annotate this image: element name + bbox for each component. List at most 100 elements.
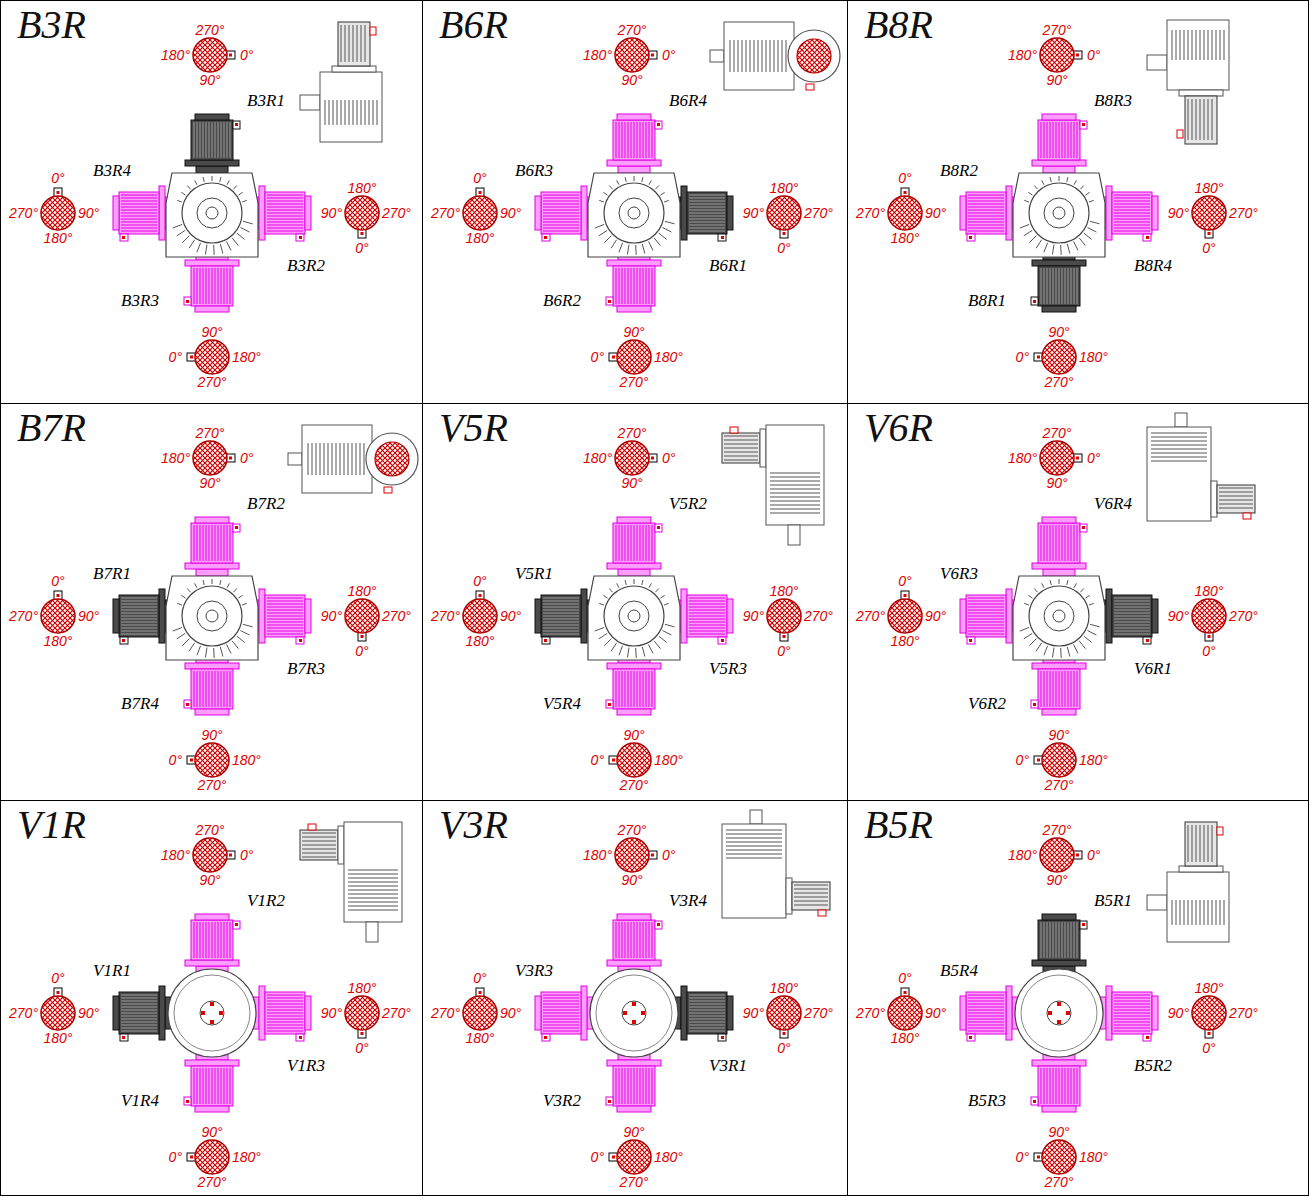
motor-terminal-box	[1143, 234, 1151, 241]
angle-label: 270°	[1045, 1175, 1074, 1189]
motor-fin	[1047, 671, 1048, 707]
motor-fin	[1114, 1025, 1150, 1026]
key-mark	[201, 1011, 205, 1015]
inset-fin	[1208, 825, 1209, 862]
motor-fin	[652, 1068, 653, 1104]
motor-fin	[215, 525, 216, 561]
terminal-mark	[1076, 54, 1079, 57]
gearbox-housing	[166, 173, 258, 257]
motor-flange	[607, 1060, 661, 1066]
inset-fin	[373, 100, 374, 125]
motor-fin	[267, 1022, 303, 1023]
motor-fin	[1114, 613, 1150, 614]
motor-flange	[1106, 186, 1112, 240]
motor-fin	[616, 268, 617, 304]
motor-fin	[1062, 922, 1063, 958]
motor-fin	[689, 634, 725, 635]
housing-fin	[187, 186, 190, 190]
inset-view	[1147, 20, 1229, 144]
motor-fin	[968, 616, 1004, 617]
inset-fin	[770, 497, 820, 498]
motor-fin	[1044, 922, 1045, 958]
motor-body	[265, 595, 305, 637]
inset-view	[300, 22, 382, 142]
position-circle	[1040, 441, 1074, 475]
housing-fin	[1020, 627, 1029, 631]
motor-fin	[689, 1028, 725, 1029]
angle-label: 90°	[500, 206, 521, 220]
angle-label: 0°	[591, 753, 604, 767]
housing-fin	[242, 200, 247, 202]
motor-adapter	[618, 569, 650, 576]
motor-terminal-box	[1080, 921, 1087, 929]
motor-fin	[543, 998, 579, 999]
housing-fin	[655, 186, 658, 190]
position-label: V6R3	[940, 565, 978, 582]
motor-fin	[1041, 922, 1042, 958]
motor-fin	[194, 1068, 195, 1104]
motor-terminal-box	[296, 234, 304, 241]
motor-terminal-box	[967, 1034, 975, 1041]
terminal-mark	[186, 300, 189, 303]
inset-fin	[1219, 492, 1253, 493]
motor-fin	[200, 122, 201, 158]
motor-fin	[230, 122, 231, 158]
terminal-mark	[1146, 639, 1149, 642]
motor-fin	[1065, 1068, 1066, 1104]
motor-fin	[209, 122, 210, 158]
motor-fin	[206, 922, 207, 958]
motor-fin	[652, 122, 653, 158]
motor-fin	[689, 216, 725, 217]
housing-fin	[1080, 186, 1083, 190]
motor-fin	[543, 198, 579, 199]
motor-terminal-box	[718, 1034, 726, 1041]
inset-fin	[734, 40, 735, 72]
housing-fin	[654, 641, 660, 649]
angle-label: 270°	[9, 1006, 38, 1020]
motor-fin	[689, 628, 725, 629]
housing-fin	[609, 186, 612, 190]
terminal-mark	[544, 236, 547, 239]
motor-fin	[640, 1068, 641, 1104]
angle-label: 90°	[1046, 73, 1067, 87]
housing-fin	[603, 595, 607, 598]
inset-fin	[1219, 504, 1253, 505]
terminal-mark	[57, 991, 60, 994]
motor-flange	[185, 563, 239, 569]
angle-label: 90°	[1048, 728, 1069, 742]
inset-fin	[724, 436, 758, 437]
inset-motor-face	[797, 39, 831, 73]
motor-fin	[121, 201, 157, 202]
terminal-mark	[904, 594, 907, 597]
motor-body	[191, 920, 233, 960]
position-circle	[615, 441, 649, 475]
inset-shaft	[288, 453, 302, 465]
panel-illustration	[41, 822, 402, 1174]
motor-fin	[689, 622, 725, 623]
position-label: V1R2	[247, 892, 285, 909]
motor-fin	[1059, 525, 1060, 561]
motor-fin	[227, 268, 228, 304]
motor-fin	[121, 231, 157, 232]
angle-label: 180°	[161, 848, 190, 862]
motor-fin	[689, 198, 725, 199]
terminal-mark	[651, 54, 654, 57]
flange-outline	[168, 969, 256, 1057]
motor-fin	[637, 268, 638, 304]
motor-fin	[543, 628, 579, 629]
motor-fin	[121, 631, 157, 632]
housing-fin	[227, 180, 229, 184]
motor-body	[191, 669, 233, 709]
motor-fin	[649, 122, 650, 158]
motor-fin	[689, 1001, 725, 1002]
terminal-mark	[1146, 236, 1149, 239]
housing-fin	[595, 224, 604, 228]
angle-label: 0°	[169, 753, 182, 767]
housing-fin	[663, 631, 672, 636]
terminal-mark	[299, 1036, 302, 1039]
motor-fin	[1114, 625, 1150, 626]
motor-fin	[968, 995, 1004, 996]
motor-cap	[1042, 517, 1076, 523]
housing-fin	[237, 233, 245, 239]
shaft-ring	[1047, 1001, 1071, 1025]
